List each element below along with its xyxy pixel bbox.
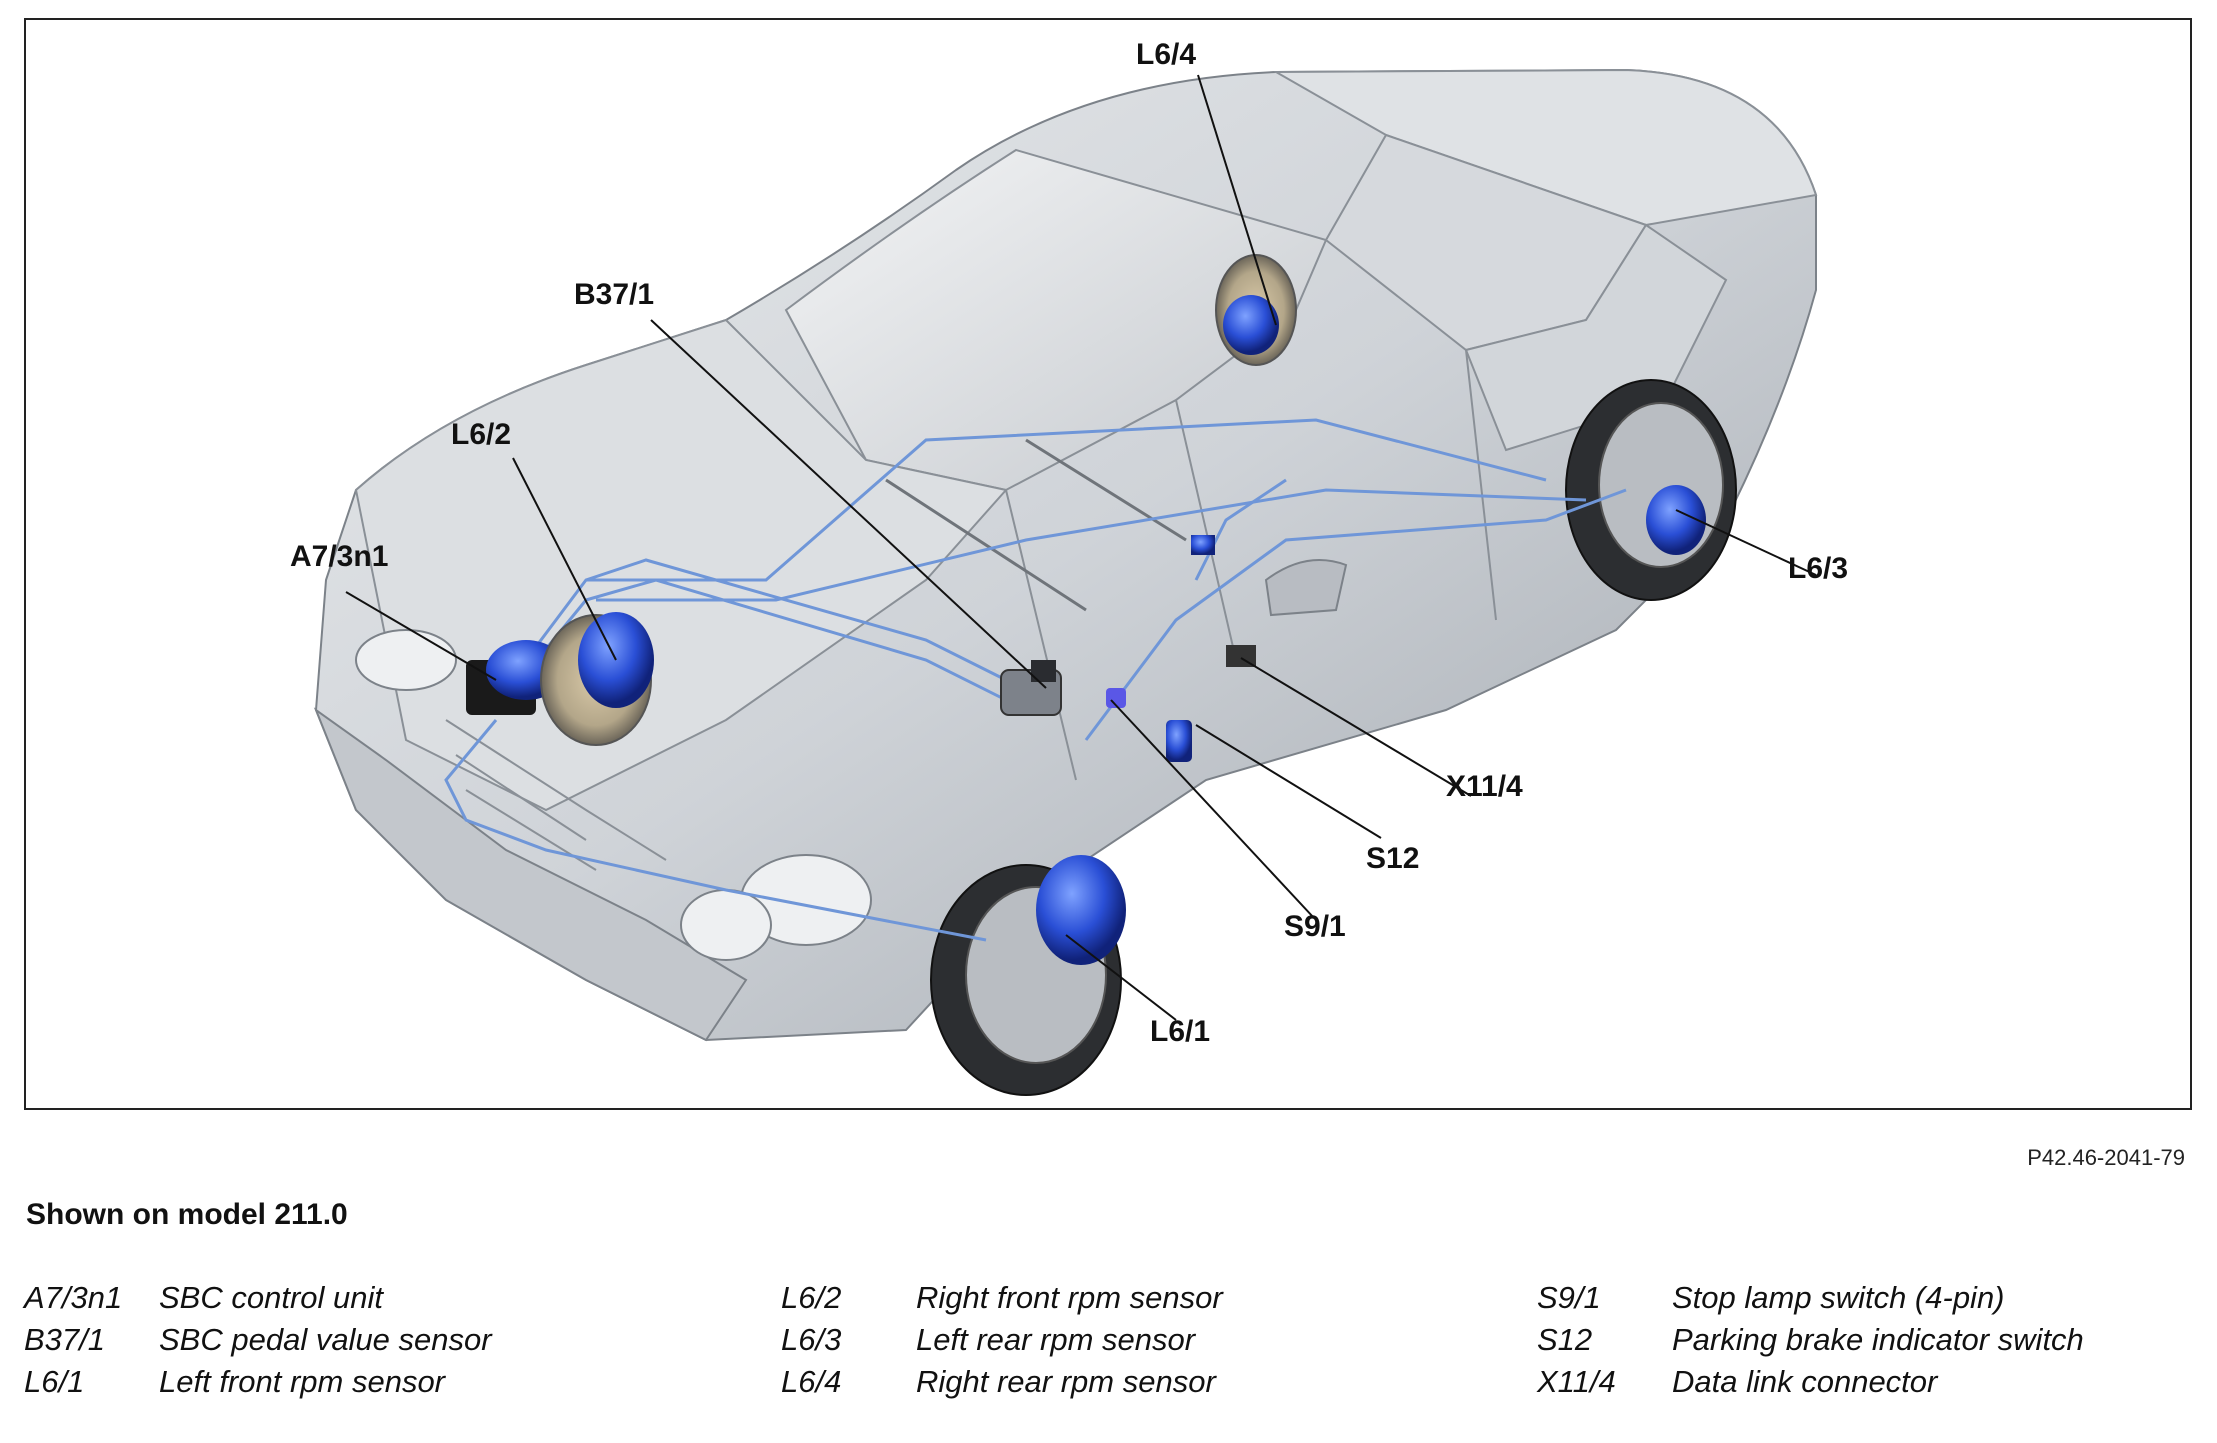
callout-a7-3n1: A7/3n1 bbox=[290, 540, 389, 573]
legend-desc: SBC pedal value sensor bbox=[159, 1322, 492, 1357]
components bbox=[466, 254, 1706, 965]
legend-code: S12 bbox=[1537, 1322, 1593, 1357]
leader-lines bbox=[345, 74, 1817, 1021]
legend-code: L6/4 bbox=[781, 1364, 842, 1399]
legend-code: L6/3 bbox=[781, 1322, 842, 1357]
callout-s12: S12 bbox=[1366, 842, 1420, 875]
callout-l6-2: L6/2 bbox=[451, 418, 512, 451]
callout-s9-1: S9/1 bbox=[1284, 910, 1346, 943]
brake-lines bbox=[444, 418, 1627, 942]
legend-code: L6/1 bbox=[24, 1364, 85, 1399]
legend-desc: Parking brake indicator switch bbox=[1672, 1322, 2084, 1357]
legend-desc: SBC control unit bbox=[159, 1280, 383, 1315]
caption-title: Shown on model 211.0 bbox=[26, 1198, 348, 1231]
legend-code: S9/1 bbox=[1537, 1280, 1601, 1315]
legend-desc: Right rear rpm sensor bbox=[916, 1364, 1216, 1399]
legend-code: X11/4 bbox=[1537, 1364, 1616, 1399]
figure-reference: P42.46-2041-79 bbox=[2027, 1145, 2185, 1170]
legend-desc: Left rear rpm sensor bbox=[916, 1322, 1196, 1357]
legend-desc: Right front rpm sensor bbox=[916, 1280, 1223, 1315]
legend-desc: Data link connector bbox=[1672, 1364, 1938, 1399]
legend-code: B37/1 bbox=[24, 1322, 106, 1357]
car-illustration bbox=[313, 68, 1818, 1096]
callout-x11-4: X11/4 bbox=[1446, 770, 1523, 803]
legend-code: A7/3n1 bbox=[24, 1280, 123, 1315]
callout-l6-1: L6/1 bbox=[1150, 1015, 1211, 1048]
diagram-frame: L6/4 B37/1 L6/2 A7/3n1 L6/3 X11/4 S12 S9… bbox=[24, 18, 2192, 1110]
callout-l6-3: L6/3 bbox=[1788, 552, 1849, 585]
legend-code: L6/2 bbox=[781, 1280, 842, 1315]
legend-desc: Left front rpm sensor bbox=[159, 1364, 446, 1399]
legend-desc: Stop lamp switch (4-pin) bbox=[1672, 1280, 2005, 1315]
callout-l6-4: L6/4 bbox=[1136, 38, 1197, 71]
callout-b37-1: B37/1 bbox=[574, 278, 655, 311]
